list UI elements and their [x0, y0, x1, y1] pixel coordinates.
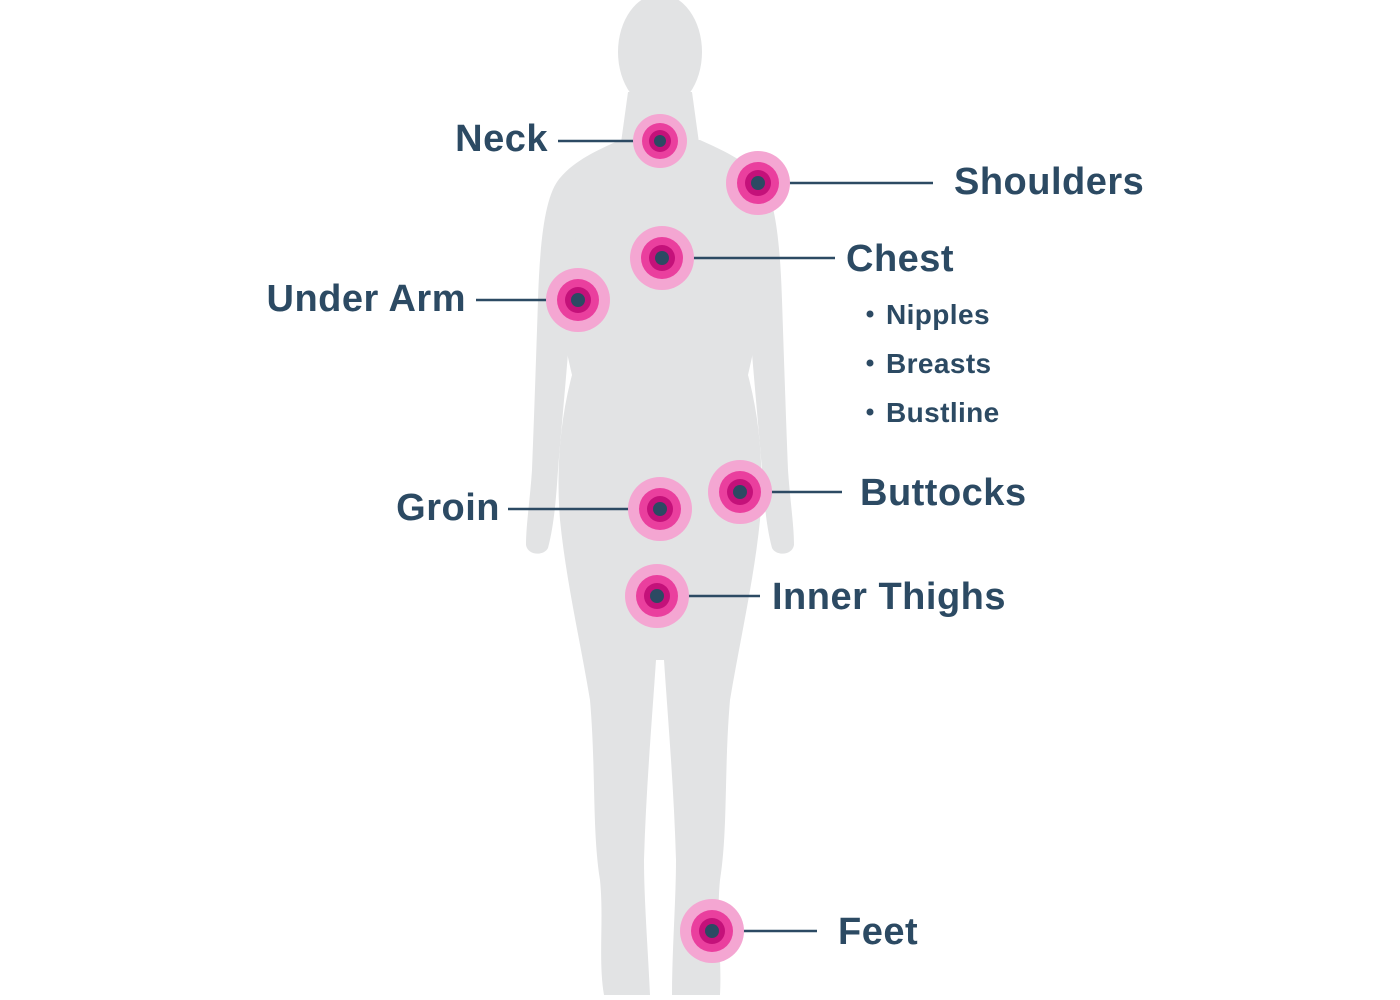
target-marker-under-arm — [546, 268, 610, 332]
area-shoulders: Shoulders — [726, 151, 1144, 215]
chest-subitems: Nipples Breasts Bustline — [866, 299, 1000, 428]
bullet — [866, 310, 874, 318]
area-under-arm: Under Arm — [267, 268, 610, 332]
silhouette-head — [618, 0, 702, 110]
bullet — [866, 359, 874, 367]
label-shoulders: Shoulders — [954, 161, 1144, 203]
label-under-arm: Under Arm — [267, 278, 466, 320]
label-feet: Feet — [838, 911, 918, 953]
label-inner-thighs: Inner Thighs — [772, 576, 1006, 618]
label-chest: Chest — [846, 238, 954, 280]
area-feet: Feet — [680, 899, 918, 963]
bullet — [866, 408, 874, 416]
target-marker-buttocks — [708, 460, 772, 524]
area-groin: Groin — [396, 477, 692, 541]
target-marker-chest — [630, 226, 694, 290]
area-inner-thighs: Inner Thighs — [625, 564, 1006, 628]
area-chest: Chest Nipples Breasts Bustline — [630, 226, 1000, 428]
target-marker-feet — [680, 899, 744, 963]
subitem-breasts: Breasts — [886, 348, 992, 379]
subitem-bustline: Bustline — [886, 397, 1000, 428]
target-marker-groin — [628, 477, 692, 541]
target-marker-shoulders — [726, 151, 790, 215]
silhouette-right-arm — [743, 178, 794, 554]
label-buttocks: Buttocks — [860, 472, 1027, 514]
label-neck: Neck — [455, 118, 548, 160]
area-buttocks: Buttocks — [708, 460, 1027, 524]
target-marker-neck — [633, 114, 687, 168]
target-marker-inner-thighs — [625, 564, 689, 628]
subitem-nipples: Nipples — [886, 299, 990, 330]
label-groin: Groin — [396, 487, 500, 529]
area-neck: Neck — [455, 114, 687, 168]
